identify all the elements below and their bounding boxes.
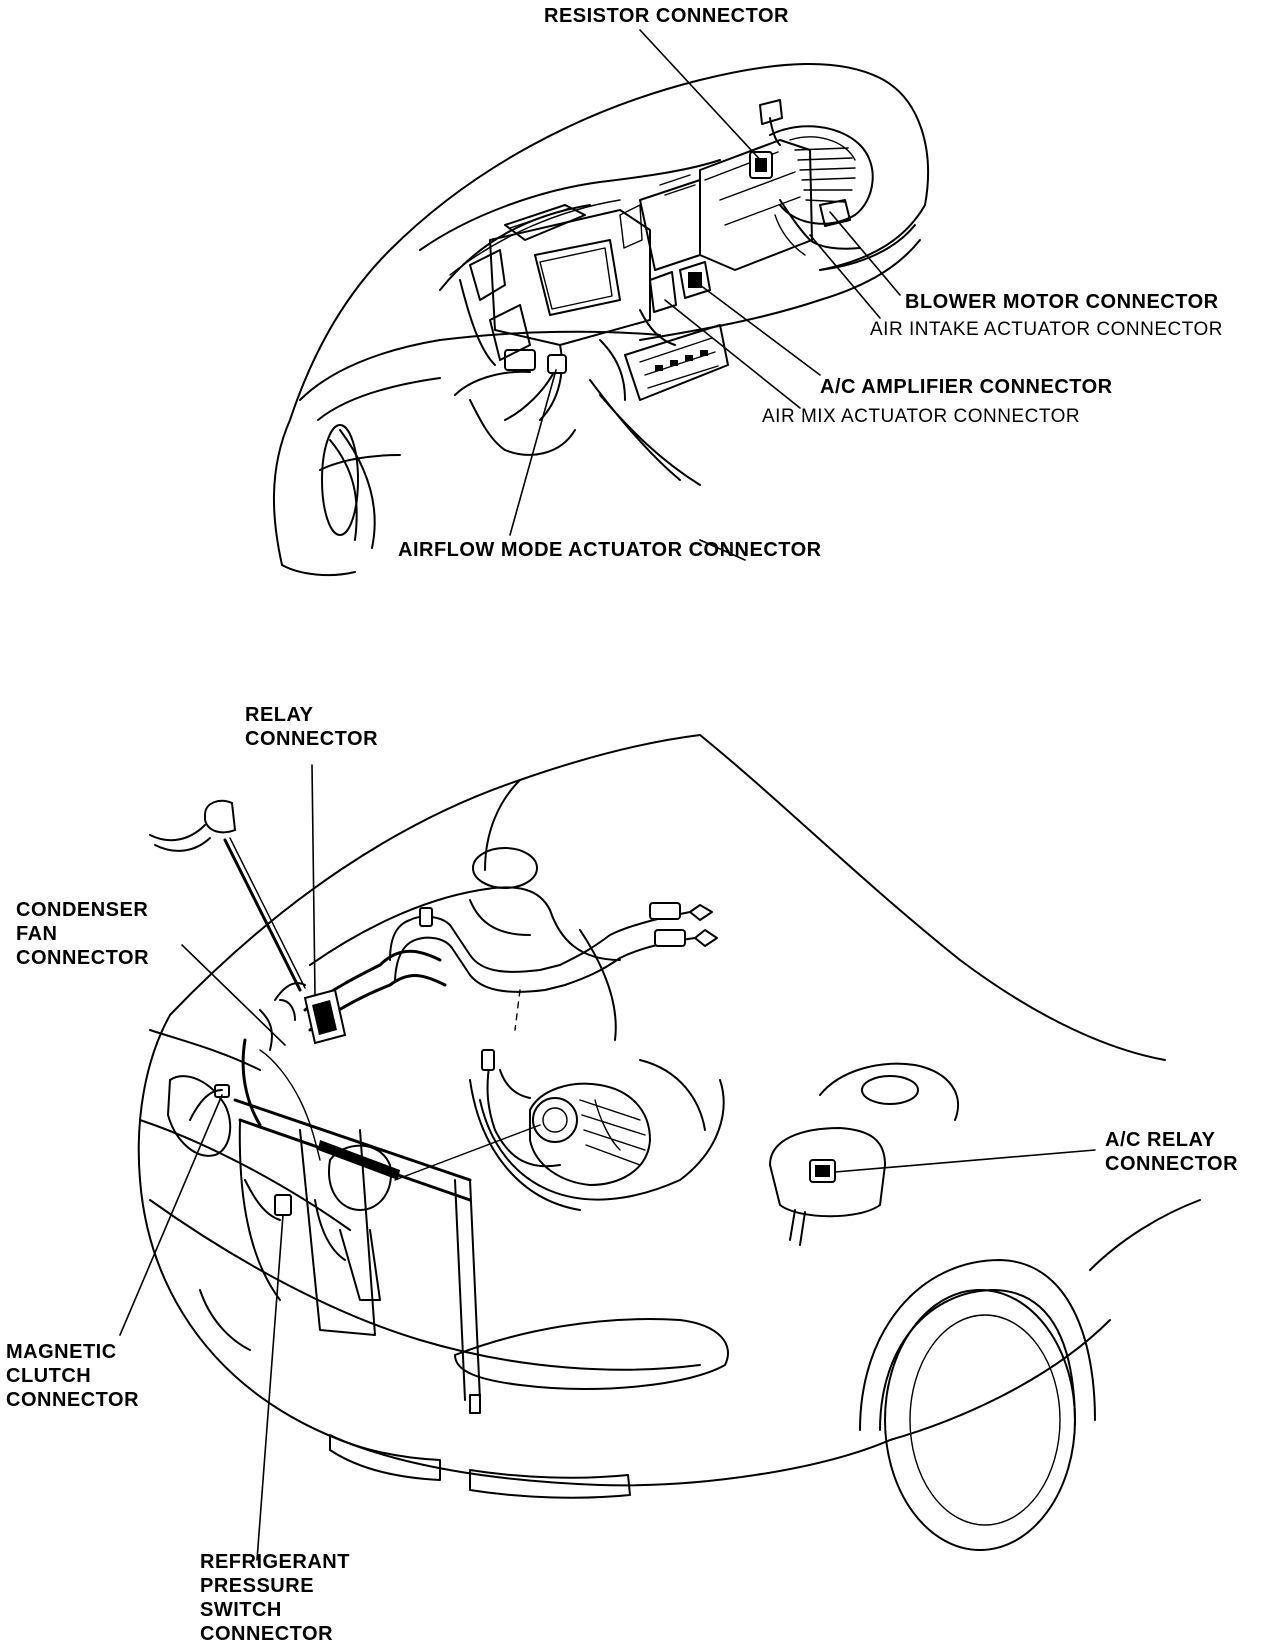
air-intake-actuator-connector-label: AIR INTAKE ACTUATOR CONNECTOR [870, 319, 1224, 340]
refrigerant-pressure-switch-connector-label-line: REFRIGERANT [200, 1551, 350, 1573]
condenser-fan-connector-label: CONDENSER FAN CONNECTOR [16, 898, 149, 970]
magnetic-clutch-connector-label-line: MAGNETIC [6, 1341, 117, 1363]
engine-compartment-illustration [137, 734, 1201, 1551]
relay-connector-label-line: CONNECTOR [245, 728, 379, 750]
refrigerant-pressure-switch-connector-label: REFRIGERANT PRESSURE SWITCH CONNECTOR [200, 1550, 350, 1646]
air-mix-actuator-connector-label: AIR MIX ACTUATOR CONNECTOR [762, 406, 1081, 427]
ac-amplifier-connector-label: A/C AMPLIFIER CONNECTOR [820, 376, 1113, 398]
engine-leader-lines [119, 764, 1096, 1561]
refrigerant-pressure-switch-connector-label-line: PRESSURE [200, 1575, 315, 1597]
condenser-fan-connector-label-line: FAN [16, 923, 58, 945]
condenser-fan-connector-label-line: CONDENSER [16, 899, 149, 921]
dashboard-leader-lines [509, 29, 901, 561]
refrigerant-pressure-switch-connector-label-line: CONNECTOR [200, 1623, 334, 1645]
magnetic-clutch-connector-label-line: CONNECTOR [6, 1389, 140, 1411]
magnetic-clutch-connector-label: MAGNETIC CLUTCH CONNECTOR [6, 1340, 139, 1412]
ac-relay-connector-label-line: A/C RELAY [1105, 1129, 1216, 1151]
magnetic-clutch-connector-label-line: CLUTCH [6, 1365, 92, 1387]
relay-connector-label-line: RELAY [245, 704, 314, 726]
relay-connector-label: RELAY CONNECTOR [245, 703, 378, 751]
blower-motor-connector-label: BLOWER MOTOR CONNECTOR [905, 291, 1219, 313]
condenser-fan-connector-label-line: CONNECTOR [16, 947, 150, 969]
refrigerant-pressure-switch-connector-label-line: SWITCH [200, 1599, 282, 1621]
ac-relay-connector-label-line: CONNECTOR [1105, 1153, 1239, 1175]
dashboard-illustration [272, 63, 929, 577]
airflow-mode-actuator-connector-label: AIRFLOW MODE ACTUATOR CONNECTOR [398, 539, 822, 561]
ac-relay-connector-label: A/C RELAY CONNECTOR [1105, 1128, 1238, 1176]
resistor-connector-label: RESISTOR CONNECTOR [544, 5, 789, 27]
